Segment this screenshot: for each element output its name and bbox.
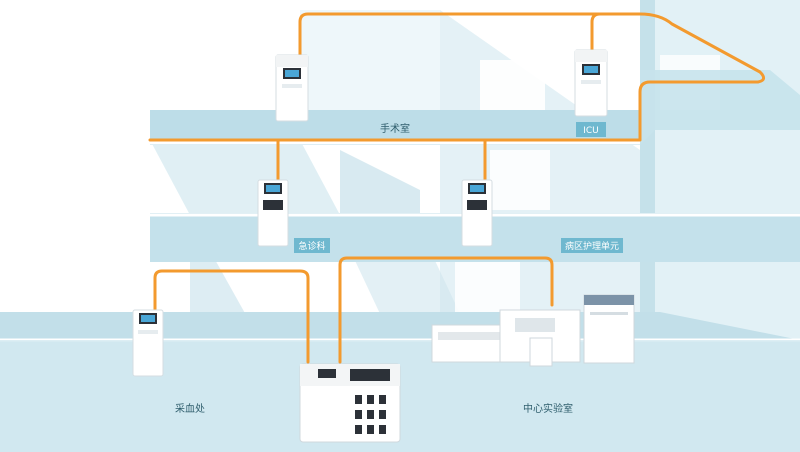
- lab-analyzer[interactable]: [583, 294, 635, 364]
- station-blood-collection[interactable]: [132, 309, 164, 377]
- label-blood-collection: 采血处: [175, 402, 205, 415]
- station-ward[interactable]: [461, 179, 493, 247]
- label-ward-nursing-unit-text: 病区护理单元: [565, 240, 619, 252]
- lab-conveyor-line[interactable]: [431, 309, 581, 367]
- label-icu: ICU: [576, 122, 606, 137]
- tube-network: [148, 12, 765, 364]
- mid-wall-2: [340, 150, 420, 215]
- tube-icu-drop: [590, 12, 602, 52]
- tube-blood-loop: [153, 269, 310, 364]
- floor-top-right: [640, 70, 800, 145]
- label-emergency-text: 急诊科: [298, 240, 325, 252]
- station-emergency[interactable]: [257, 179, 289, 247]
- label-emergency: 急诊科: [294, 238, 330, 253]
- label-operating-room-text: 手术室: [380, 122, 410, 135]
- tube-lab-loop: [338, 256, 554, 364]
- label-central-lab-text: 中心实验室: [523, 402, 573, 415]
- label-central-lab: 中心实验室: [523, 402, 573, 415]
- floor-top: [150, 110, 640, 145]
- station-icu[interactable]: [574, 49, 608, 117]
- upper-window: [480, 60, 545, 110]
- station-operating-room[interactable]: [275, 54, 309, 122]
- label-blood-collection-text: 采血处: [175, 402, 205, 415]
- sorter-slots: [355, 395, 386, 434]
- label-icu-text: ICU: [583, 126, 599, 136]
- tube-top-loop: [148, 12, 765, 142]
- upper-wall-left: [300, 10, 440, 110]
- label-ward-nursing-unit: 病区护理单元: [561, 238, 623, 253]
- mid-wall-1: [150, 140, 340, 215]
- label-operating-room: 手术室: [380, 122, 410, 135]
- central-lab-sorter[interactable]: [299, 363, 401, 443]
- mid-window: [490, 150, 550, 210]
